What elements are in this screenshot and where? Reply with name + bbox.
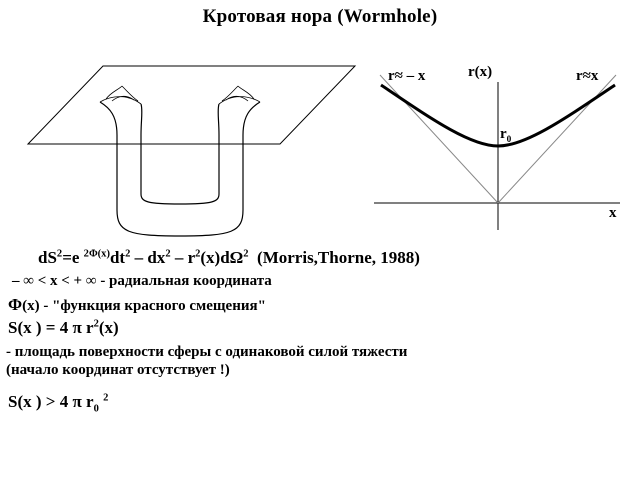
radius-curve	[380, 83, 616, 148]
area-description-2: (начало координат отсутствует !)	[6, 362, 230, 378]
metric-citation: (Morris,Thorne, 1988)	[257, 248, 420, 267]
radial-coordinate-line: – ∞ < x < + ∞ - радиальная координата	[12, 273, 272, 289]
tube-outer	[99, 101, 261, 237]
embedding-plane	[26, 65, 357, 145]
asymptote-right	[497, 74, 617, 204]
asymptote-left-label: r≈ – x	[388, 68, 426, 84]
tube-mouth-left	[99, 85, 142, 105]
metric-equation: dS2=e 2Φ(x)dt2 – dx2 – r2(x)dΩ2 (Morris,…	[38, 248, 420, 267]
asymptote-left	[379, 74, 499, 204]
area-equation: S(x ) = 4 π r2(x)	[8, 318, 119, 337]
x-axis-label: x	[609, 205, 617, 221]
tube-inner	[140, 103, 220, 205]
redshift-function-line: Φ(x) - "функция красного смещения"	[8, 295, 266, 314]
page-title: Кротовая нора (Wormhole)	[202, 6, 438, 27]
area-description-1: - площадь поверхности сферы с одинаковой…	[6, 344, 408, 360]
tube-mouth-right	[218, 85, 261, 105]
area-inequality: S(x ) > 4 π r0 2	[8, 392, 109, 415]
asymptote-right-label: r≈x	[576, 68, 599, 84]
minimum-radius-label: r0	[500, 126, 512, 145]
r-axis-label: r(x)	[468, 64, 493, 80]
